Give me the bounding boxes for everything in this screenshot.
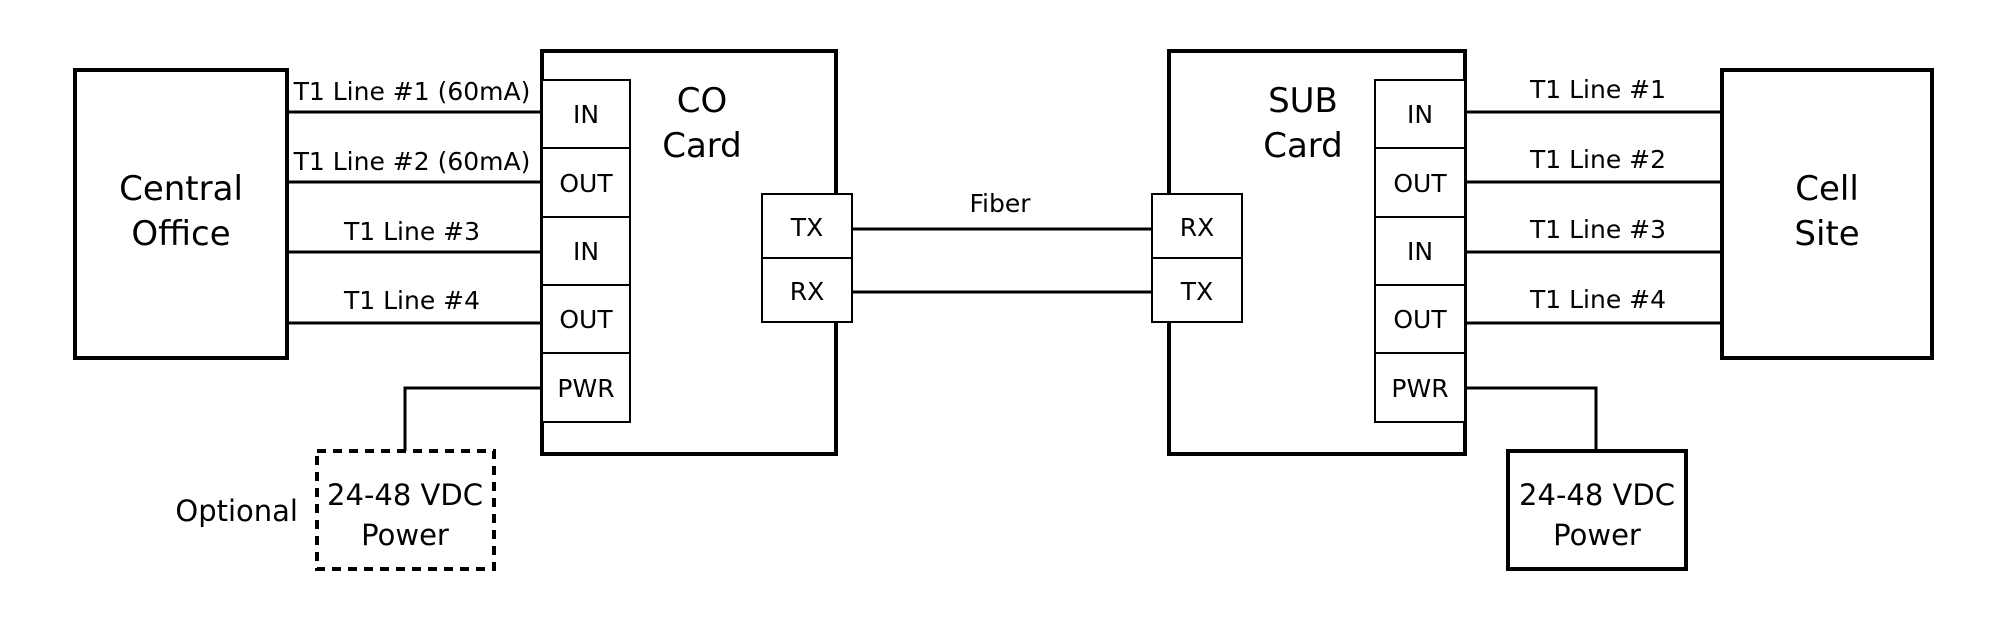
- sub-port-tx: TX: [1180, 277, 1213, 306]
- sub-port-pwr: PWR: [1391, 374, 1448, 403]
- sub-port-strip: [1374, 79, 1466, 423]
- right-line-label-3: T1 Line #3: [1529, 215, 1666, 244]
- sub-port-out-2: OUT: [1393, 305, 1447, 334]
- co-card-label-2: Card: [662, 126, 742, 166]
- sub-port-out-1: OUT: [1393, 169, 1447, 198]
- cell-site-label-1: Cell: [1795, 169, 1859, 209]
- central-office-box: Central Office: [73, 68, 289, 360]
- optional-power-supply: 24-48 VDC Power Optional: [175, 386, 542, 571]
- co-port-strip: [541, 79, 631, 423]
- fiber-label: Fiber: [969, 189, 1031, 218]
- sub-power-label-2: Power: [1553, 518, 1641, 552]
- co-port-out-1: OUT: [559, 169, 613, 198]
- co-port-in-1: IN: [573, 100, 599, 129]
- co-port-in-2: IN: [573, 237, 599, 266]
- fiber-link: Fiber: [852, 189, 1152, 294]
- cell-site-label-2: Site: [1794, 214, 1859, 254]
- sub-power-supply: 24-48 VDC Power: [1465, 386, 1688, 571]
- sub-port-in-2: IN: [1407, 237, 1433, 266]
- co-card-label-1: CO: [677, 81, 728, 121]
- right-t1-lines: T1 Line #1 T1 Line #2 T1 Line #3 T1 Line…: [1465, 75, 1722, 325]
- left-line-label-2: T1 Line #2 (60mA): [293, 147, 531, 176]
- left-line-label-4: T1 Line #4: [343, 286, 480, 315]
- optional-tag: Optional: [175, 494, 298, 528]
- left-t1-lines: T1 Line #1 (60mA) T1 Line #2 (60mA) T1 L…: [287, 77, 542, 325]
- cell-site-box: Cell Site: [1720, 68, 1934, 360]
- sub-power-wire: [1465, 386, 1598, 451]
- central-office-label-1: Central: [119, 169, 243, 209]
- sub-port-in-1: IN: [1407, 100, 1433, 129]
- sub-card-label-2: Card: [1263, 126, 1343, 166]
- sub-card-label-1: SUB: [1268, 81, 1338, 121]
- co-port-rx: RX: [790, 277, 825, 306]
- sub-power-label-1: 24-48 VDC: [1519, 478, 1675, 512]
- left-line-label-3: T1 Line #3: [343, 217, 480, 246]
- optional-power-wire: [403, 386, 542, 451]
- right-line-label-2: T1 Line #2: [1529, 145, 1666, 174]
- central-office-label-2: Office: [131, 214, 230, 254]
- optional-power-label-2: Power: [361, 518, 449, 552]
- sub-port-rx: RX: [1180, 213, 1215, 242]
- right-line-label-4: T1 Line #4: [1529, 285, 1666, 314]
- left-line-label-1: T1 Line #1 (60mA): [293, 77, 531, 106]
- co-port-out-2: OUT: [559, 305, 613, 334]
- sub-card: SUB Card RX TX IN OUT IN OUT PWR: [1151, 49, 1467, 456]
- co-port-tx: TX: [790, 213, 823, 242]
- co-card: CO Card IN OUT IN OUT PWR TX RX: [540, 49, 853, 456]
- co-port-pwr: PWR: [557, 374, 614, 403]
- optional-power-label-1: 24-48 VDC: [327, 478, 483, 512]
- right-line-label-1: T1 Line #1: [1529, 75, 1666, 104]
